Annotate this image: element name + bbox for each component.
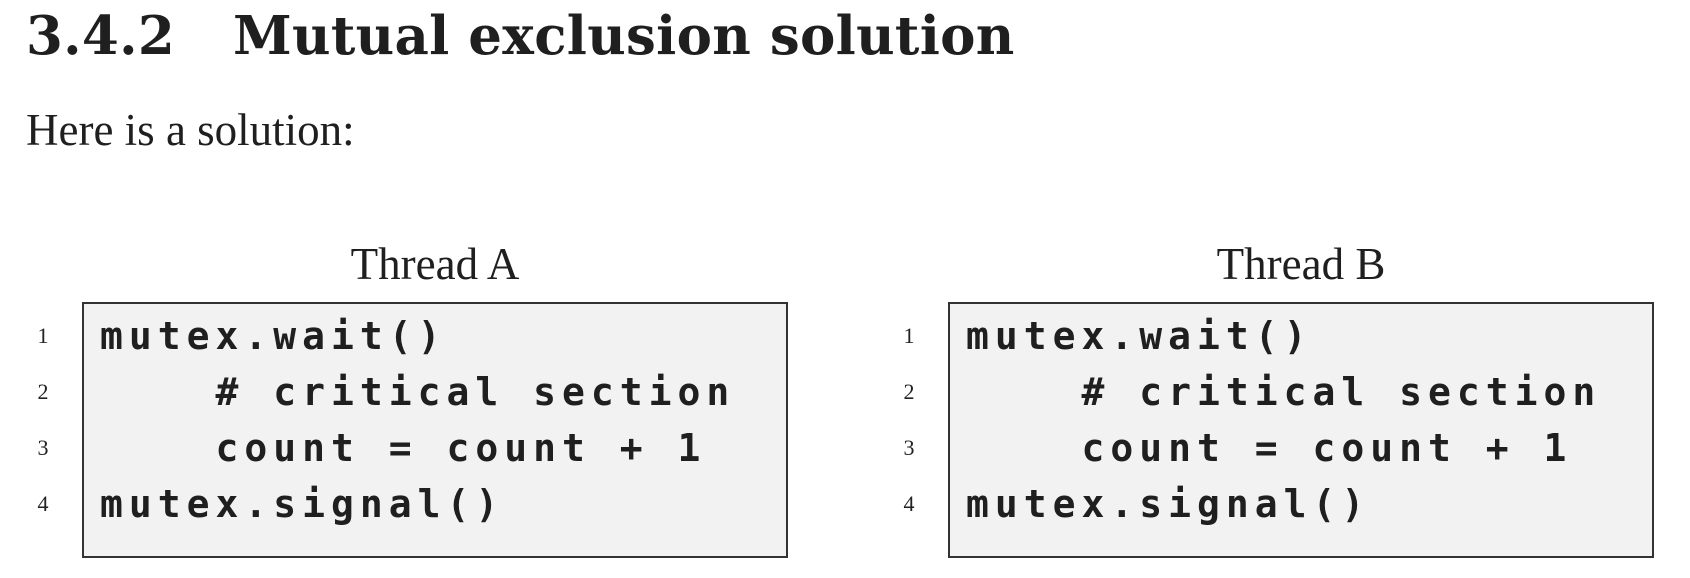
section-number: 3.4.2 bbox=[26, 5, 176, 67]
code-line: 2 # critical section bbox=[38, 364, 786, 420]
section-heading: 3.4.2 Mutual exclusion solution bbox=[26, 4, 1015, 68]
code-text: # critical section bbox=[100, 370, 736, 414]
code-text: mutex.wait() bbox=[100, 314, 447, 358]
line-number: 1 bbox=[903, 323, 915, 348]
thread-a-code-box: 1 mutex.wait() 2 # critical section 3 co… bbox=[38, 302, 788, 558]
line-number: 4 bbox=[903, 491, 915, 516]
code-text: # critical section bbox=[966, 370, 1602, 414]
line-number: 3 bbox=[903, 435, 915, 460]
thread-a-title: Thread A bbox=[350, 239, 520, 289]
intro-text: Here is a solution: bbox=[26, 105, 355, 155]
code-line: 1 mutex.wait() bbox=[904, 308, 1652, 364]
code-line: 4 mutex.signal() bbox=[38, 476, 786, 532]
code-line: 2 # critical section bbox=[904, 364, 1652, 420]
line-number: 1 bbox=[37, 323, 49, 348]
section-title: Mutual exclusion solution bbox=[233, 5, 1015, 67]
code-text: mutex.signal() bbox=[100, 482, 505, 526]
thread-b-code-box: 1 mutex.wait() 2 # critical section 3 co… bbox=[904, 302, 1654, 558]
code-text: count = count + 1 bbox=[100, 426, 707, 470]
code-text: mutex.signal() bbox=[966, 482, 1371, 526]
code-line: 3 count = count + 1 bbox=[38, 420, 786, 476]
line-number: 3 bbox=[37, 435, 49, 460]
thread-b-title: Thread B bbox=[1216, 239, 1386, 289]
code-line: 4 mutex.signal() bbox=[904, 476, 1652, 532]
code-line: 3 count = count + 1 bbox=[904, 420, 1652, 476]
code-line: 1 mutex.wait() bbox=[38, 308, 786, 364]
line-number: 2 bbox=[903, 379, 915, 404]
line-number: 2 bbox=[37, 379, 49, 404]
code-text: mutex.wait() bbox=[966, 314, 1313, 358]
code-text: count = count + 1 bbox=[966, 426, 1573, 470]
line-number: 4 bbox=[37, 491, 49, 516]
